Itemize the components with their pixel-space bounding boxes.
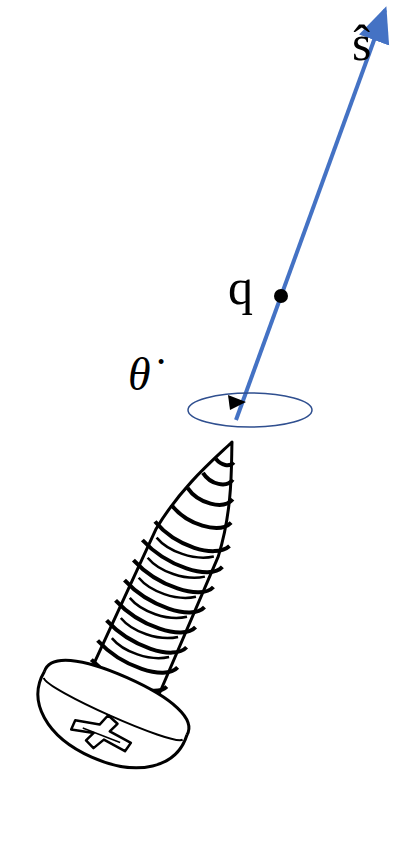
point-q xyxy=(274,289,288,303)
angular-velocity-label: θ̇ xyxy=(128,352,151,398)
rotation-ellipse xyxy=(188,393,312,427)
rotation-arrowhead xyxy=(228,395,246,410)
screw-axis xyxy=(236,10,385,420)
screw-illustration xyxy=(20,410,303,789)
point-label: q xyxy=(228,262,253,312)
unit-axis-label: ŝ xyxy=(352,18,371,68)
